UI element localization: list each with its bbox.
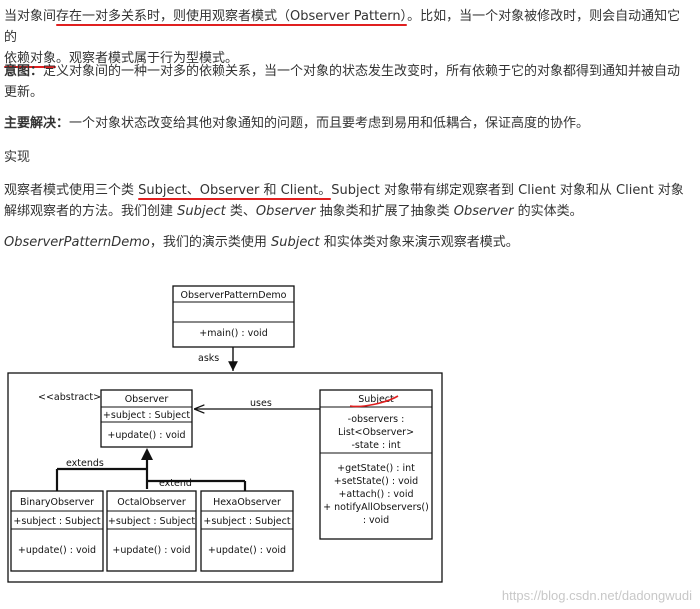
uml-class-diagram: ObserverPatternDemo +main() : void asks … xyxy=(7,285,443,583)
intro-highlight: 依赖对象 xyxy=(4,51,57,66)
subject-method: +attach() : void xyxy=(338,489,413,500)
intent-label: 意图： xyxy=(4,64,44,79)
intro-paragraph: 当对象间存在一对多关系时，则使用观察者模式（Observer Pattern）。… xyxy=(4,6,690,69)
demo-text: ，我们的演示类使用 xyxy=(149,235,271,250)
subject-method: +setState() : void xyxy=(334,476,418,487)
hexa-observer-name: HexaObserver xyxy=(213,497,281,508)
extends-label: extends xyxy=(66,458,104,469)
impl-text: 抽象类和扩展了抽象类 xyxy=(315,204,454,219)
impl-paragraph: 观察者模式使用三个类 Subject、Observer 和 Client。Sub… xyxy=(4,180,690,222)
intent-paragraph: 意图：定义对象间的一种一对多的依赖关系，当一个对象的状态发生改变时，所有依赖于它… xyxy=(4,61,690,103)
demo-text: 和实体类对象来演示观察者模式。 xyxy=(319,235,519,250)
intro-text: 。比如，当一个对象被修改时，则会 xyxy=(407,9,616,24)
intro-highlight: 存在一对多关系时，则使用观察者模式（Observer Pattern） xyxy=(56,9,408,24)
uses-label: uses xyxy=(250,398,272,409)
demo-italic: Subject xyxy=(270,235,320,250)
hexa-observer-box: HexaObserver +subject : Subject +update(… xyxy=(200,490,294,572)
hexa-observer-field: +subject : Subject xyxy=(203,516,290,527)
impl-heading: 实现 xyxy=(4,150,31,165)
octal-observer-name: OctalObserver xyxy=(117,497,186,508)
intro-text: 。观察者模式属于行为型模式。 xyxy=(56,51,239,66)
demo-italic: ObserverPatternDemo xyxy=(4,235,150,250)
impl-text: 的实体类。 xyxy=(513,204,583,219)
hexa-observer-method: +update() : void xyxy=(208,545,286,556)
impl-italic: Observer xyxy=(255,204,316,219)
intro-text: 当对象间 xyxy=(4,9,57,24)
subject-method: +getState() : int xyxy=(337,463,415,474)
observer-field: +subject : Subject xyxy=(103,410,190,421)
intent-text: 定义对象间的一种一对多的依赖关系，当一个对象的状态发生改变时，所有依赖于它的对象… xyxy=(4,64,681,100)
impl-text: 观察者模式使用三个类 xyxy=(4,183,139,198)
subject-red-underline xyxy=(349,395,399,408)
binary-observer-field: +subject : Subject xyxy=(13,516,100,527)
subject-method: : void xyxy=(363,515,389,526)
subject-class-box: Subject -observers : List<Observer> -sta… xyxy=(319,389,433,540)
impl-text: 类、 xyxy=(225,204,256,219)
binary-observer-method: +update() : void xyxy=(18,545,96,556)
solution-text: 一个对象状态改变给其他对象通知的问题，而且要考虑到易用和低耦合，保证高度的协作。 xyxy=(69,116,590,131)
demo-class-name: ObserverPatternDemo xyxy=(181,290,287,301)
watermark: https://blog.csdn.net/dadongwudi xyxy=(501,588,692,603)
observer-class-name: Observer xyxy=(125,394,169,405)
demo-class-method: +main() : void xyxy=(199,328,267,339)
demo-class-box: ObserverPatternDemo +main() : void xyxy=(172,285,295,348)
octal-observer-method: +update() : void xyxy=(112,545,190,556)
impl-highlight: Subject、Observer 和 Client。 xyxy=(138,183,332,198)
octal-observer-box: OctalObserver +subject : Subject +update… xyxy=(106,490,197,572)
inheritance-connectors xyxy=(55,448,247,491)
impl-text: Subject 对象带有绑定观察者到 Client 对象和从 Client 对象… xyxy=(4,183,684,219)
solution-paragraph: 主要解决：一个对象状态改变给其他对象通知的问题，而且要考虑到易用和低耦合，保证高… xyxy=(4,113,690,134)
asks-label: asks xyxy=(198,353,219,364)
subject-field: -observers : xyxy=(348,414,405,425)
subject-class-name: Subject xyxy=(358,394,394,405)
observer-method: +update() : void xyxy=(107,430,185,441)
subject-field: List<Observer> xyxy=(338,427,414,438)
solution-label: 主要解决： xyxy=(4,116,70,131)
impl-italic: Observer xyxy=(453,204,514,219)
demo-paragraph: ObserverPatternDemo，我们的演示类使用 Subject 和实体… xyxy=(4,232,690,253)
binary-observer-box: BinaryObserver +subject : Subject +updat… xyxy=(10,490,104,572)
extend-label: extend xyxy=(159,478,192,489)
octal-observer-field: +subject : Subject xyxy=(108,516,195,527)
intro-highlight: 自动通知它的 xyxy=(4,9,681,45)
diagram-frame xyxy=(7,372,443,583)
binary-observer-name: BinaryObserver xyxy=(20,497,94,508)
impl-italic: Subject xyxy=(177,204,226,219)
subject-method: + notifyAllObservers() xyxy=(323,502,429,513)
observer-class-box: Observer +subject : Subject +update() : … xyxy=(100,389,193,448)
subject-field: -state : int xyxy=(351,440,400,451)
abstract-stereotype: <<abstract>> xyxy=(38,392,109,403)
